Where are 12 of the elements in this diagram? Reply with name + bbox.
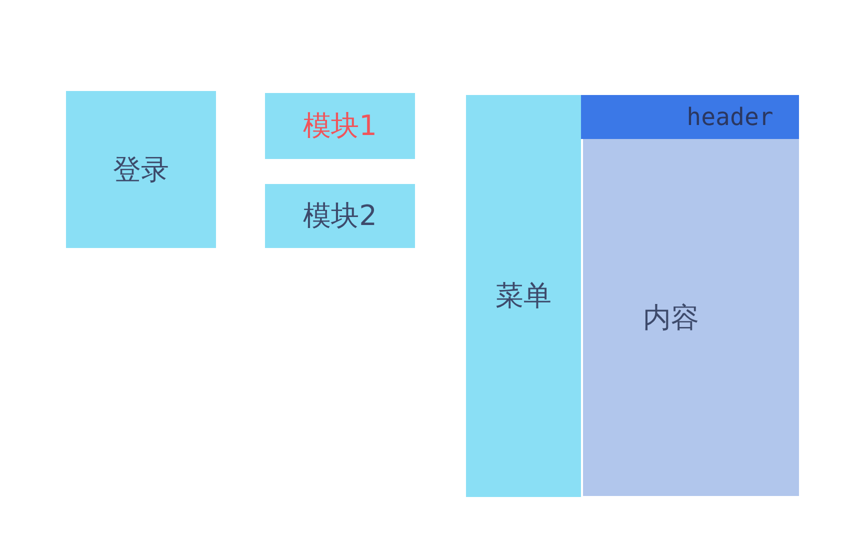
content-panel (583, 139, 799, 496)
block-label: header (686, 103, 774, 131)
block-label: 内容 (643, 300, 699, 336)
block-label: 菜单 (496, 278, 552, 314)
block-label: 模块2 (303, 198, 377, 234)
module-block (265, 93, 415, 159)
block-label: 登录 (113, 152, 169, 188)
block-label: 模块1 (303, 108, 377, 144)
module-block (265, 184, 415, 248)
header-bar (581, 95, 799, 139)
login-block (66, 91, 216, 248)
menu-panel (466, 95, 581, 497)
